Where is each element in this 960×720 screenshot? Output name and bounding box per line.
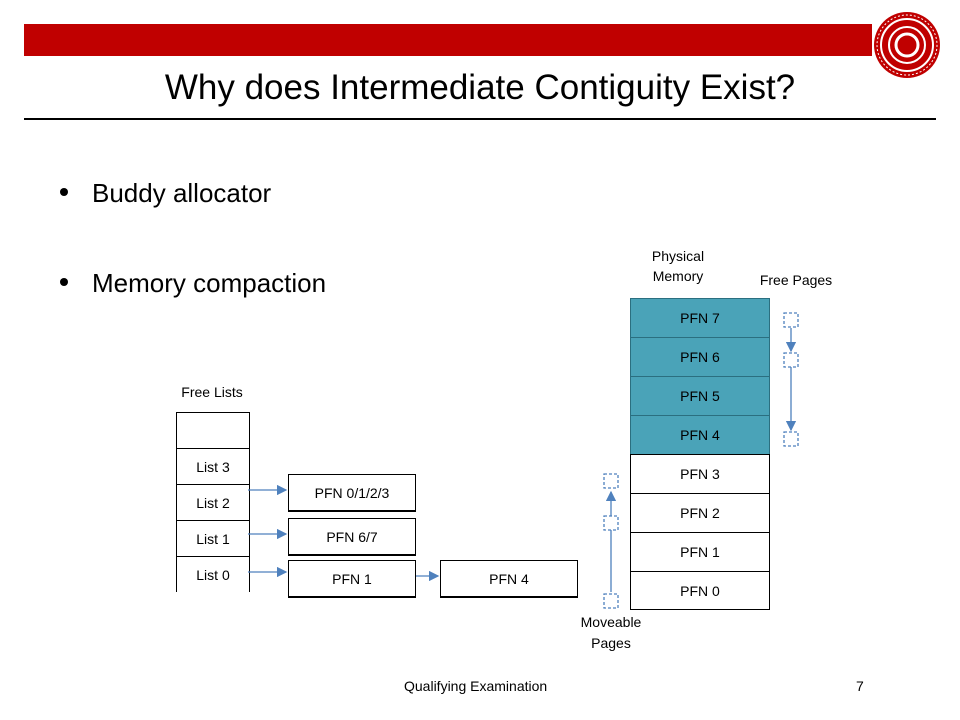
free-page-marker — [783, 352, 799, 368]
free-lists-column: List 3 List 2 List 1 List 0 — [176, 412, 250, 592]
free-list-3: List 3 — [177, 448, 249, 484]
footer-text: Qualifying Examination — [404, 678, 548, 694]
bullet-dot-icon — [60, 188, 68, 197]
university-seal-icon — [874, 12, 940, 78]
pfn-7-frame: PFN 7 — [630, 298, 770, 337]
pfn-3-frame: PFN 3 — [630, 454, 770, 493]
chunk-pfn-4: PFN 4 — [440, 560, 578, 598]
pfn-2-frame: PFN 2 — [630, 493, 770, 532]
bullet-memory-compaction: Memory compaction — [60, 268, 326, 299]
bullet-buddy-allocator: Buddy allocator — [60, 178, 271, 209]
bullet-dot-icon — [60, 278, 68, 287]
free-page-marker — [783, 312, 799, 328]
pfn-5-frame: PFN 5 — [630, 376, 770, 415]
free-lists-label: Free Lists — [181, 384, 243, 400]
free-pages-label: Free Pages — [759, 272, 833, 288]
free-list-0: List 0 — [177, 556, 249, 592]
chunk-pfn-0-3: PFN 0/1/2/3 — [288, 474, 416, 512]
slide-title: Why does Intermediate Contiguity Exist? — [164, 68, 796, 107]
pfn-0-frame: PFN 0 — [630, 571, 770, 610]
chunk-pfn-1: PFN 1 — [288, 560, 416, 598]
moveable-page-marker — [603, 593, 619, 609]
physical-memory-label: Physical Memory — [651, 248, 705, 284]
free-list-2: List 2 — [177, 484, 249, 520]
chunk-pfn-6-7: PFN 6/7 — [288, 518, 416, 556]
title-rule — [24, 118, 936, 120]
header-bar — [24, 24, 872, 56]
moveable-page-marker — [603, 473, 619, 489]
pfn-1-frame: PFN 1 — [630, 532, 770, 571]
physical-memory-column: PFN 7 PFN 6 PFN 5 PFN 4 PFN 3 PFN 2 PFN … — [630, 298, 770, 610]
free-page-marker — [783, 431, 799, 447]
moveable-page-marker — [603, 515, 619, 531]
moveable-pages-label: Moveable Pages — [580, 614, 642, 651]
page-number: 7 — [856, 678, 864, 694]
bullet-text: Buddy allocator — [92, 178, 272, 208]
pfn-6-frame: PFN 6 — [630, 337, 770, 376]
bullet-text: Memory compaction — [92, 268, 327, 298]
free-list-slot-empty — [177, 412, 249, 448]
pfn-4-frame: PFN 4 — [630, 415, 770, 454]
free-list-1: List 1 — [177, 520, 249, 556]
